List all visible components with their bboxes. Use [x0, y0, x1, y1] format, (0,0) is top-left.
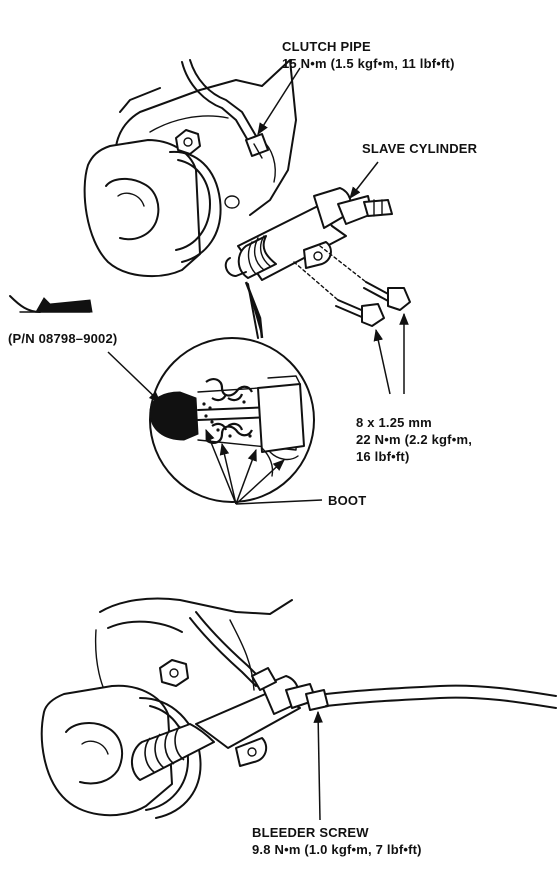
clutch-pipe-torque: 15 N•m (1.5 kgf•m, 11 lbf•ft) — [282, 56, 455, 71]
clutch-pipe-label: CLUTCH PIPE 15 N•m (1.5 kgf•m, 11 lbf•ft… — [282, 38, 455, 72]
boot-label: BOOT — [328, 493, 367, 508]
bolt-torque-cont: 16 lbf•ft) — [356, 449, 410, 464]
grease-tube-icon — [9, 295, 93, 313]
bolt-torque: 22 N•m (2.2 kgf•m, — [356, 432, 473, 447]
transmission-housing-top — [83, 59, 297, 278]
bleeder-hose — [325, 684, 557, 709]
transmission-housing-bottom — [40, 597, 293, 819]
clutch-pipe-title: CLUTCH PIPE — [282, 39, 371, 54]
slave-cylinder-installed — [131, 611, 329, 781]
bleeder-screw-title: BLEEDER SCREW — [252, 825, 369, 840]
leader-lines-boot — [205, 428, 323, 505]
bleeder-screw-label: BLEEDER SCREW 9.8 N•m (1.0 kgf•m, 7 lbf•… — [252, 824, 422, 858]
slave-cylinder-label: SLAVE CYLINDER — [362, 141, 478, 156]
leader-lines-top — [257, 67, 409, 395]
leader-lines-bottom — [313, 710, 323, 821]
bolt-spec-label: 8 x 1.25 mm 22 N•m (2.2 kgf•m, 16 lbf•ft… — [356, 414, 472, 465]
boot-detail-inset — [149, 281, 315, 503]
bleeder-screw-torque: 9.8 N•m (1.0 kgf•m, 7 lbf•ft) — [252, 842, 422, 857]
mounting-bolts — [293, 245, 411, 327]
bolt-size: 8 x 1.25 mm — [356, 415, 432, 430]
slave-cylinder-body — [224, 187, 393, 281]
part-number-label: (P/N 08798–9002) — [8, 331, 118, 346]
grease-leader-line — [107, 351, 161, 403]
